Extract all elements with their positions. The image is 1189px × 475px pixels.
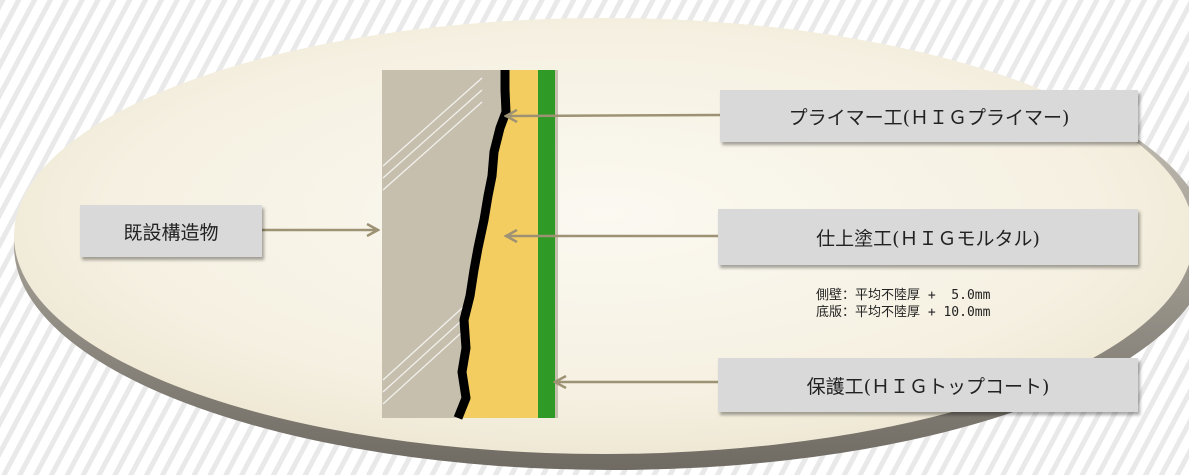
label-protection-text: 保護工(ＨＩＧトップコート) — [806, 375, 1050, 398]
cross-section — [382, 70, 558, 420]
mortar-layer — [458, 70, 538, 418]
note-bottom-slab: 底版：平均不陸厚 + 10.0mm — [816, 305, 991, 320]
label-existing-structure-text: 既設構造物 — [123, 221, 219, 244]
label-primer: プライマー工(ＨＩＧプライマー) — [720, 90, 1138, 142]
label-primer-text: プライマー工(ＨＩＧプライマー) — [788, 106, 1070, 129]
label-finish-coat: 仕上塗工(ＨＩＧモルタル) — [718, 209, 1138, 265]
topcoat-layer — [538, 70, 555, 418]
note-side-wall: 側壁：平均不陸厚 + 5.0mm — [816, 288, 991, 303]
primer-line — [453, 70, 511, 420]
label-finish-coat-text: 仕上塗工(ＨＩＧモルタル) — [816, 227, 1040, 250]
label-existing-structure: 既設構造物 — [80, 205, 262, 257]
hatch-upper — [382, 77, 483, 191]
label-protection: 保護工(ＨＩＧトップコート) — [718, 358, 1138, 412]
arrow-primer — [506, 115, 721, 116]
